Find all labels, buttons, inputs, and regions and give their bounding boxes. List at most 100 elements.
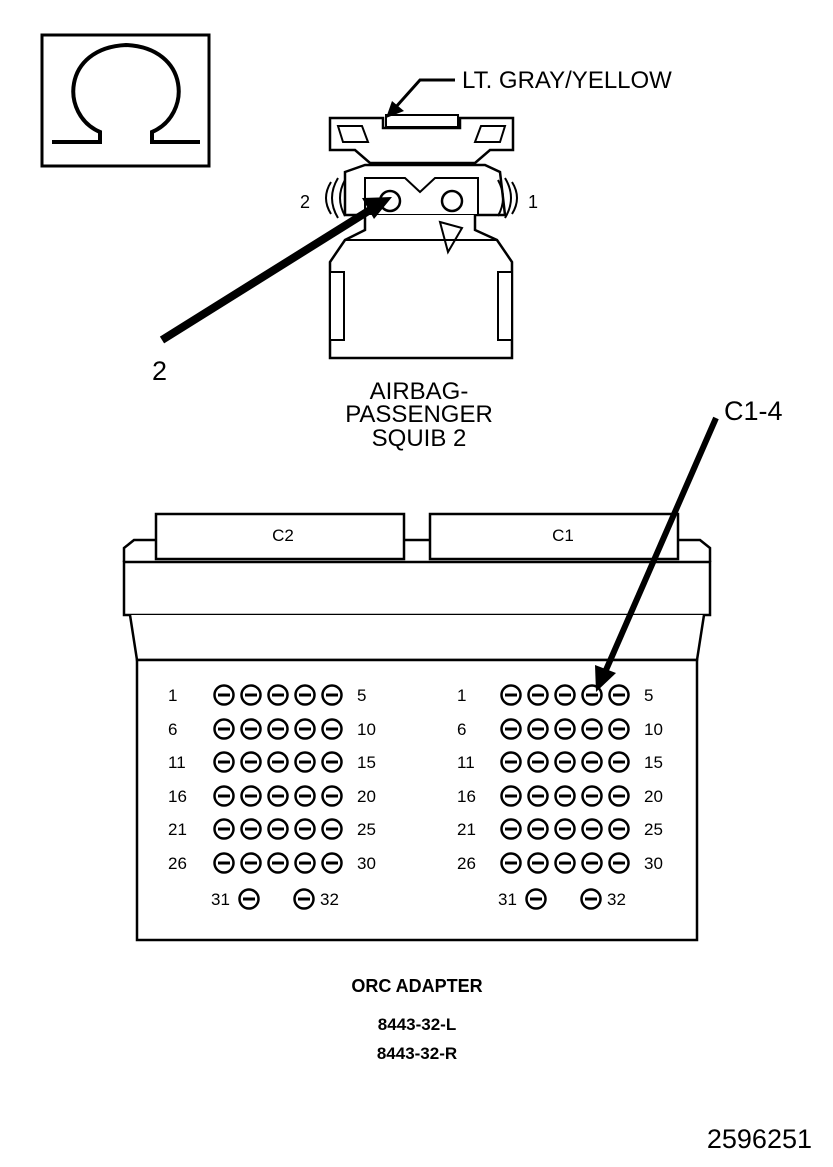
- c1-row-start-label: 16: [457, 787, 476, 806]
- c2-pin-31-label: 31: [211, 890, 230, 909]
- c1-pin: [527, 852, 549, 874]
- c2-row-start-label: 6: [168, 720, 177, 739]
- c2-pin: [267, 751, 289, 773]
- c1-row-end-label: 25: [644, 820, 663, 839]
- c1-pin: [608, 684, 630, 706]
- c2-pin: [267, 785, 289, 807]
- c2-pin: [240, 785, 262, 807]
- c1-row-end-label: 5: [644, 686, 653, 705]
- c2-row-end-label: 20: [357, 787, 376, 806]
- c2-pin: [240, 684, 262, 706]
- c1-row-end-label: 10: [644, 720, 663, 739]
- c2-pin: [294, 785, 316, 807]
- ohm-symbol-icon: [40, 33, 211, 168]
- squib-title-line-2: PASSENGER: [345, 401, 493, 428]
- orc-adapter-housing: [122, 512, 712, 942]
- squib-connector-drawing: [325, 114, 518, 360]
- c2-pin: [213, 751, 235, 773]
- c1-pin: [554, 751, 576, 773]
- connector-c2-label: C2: [272, 526, 294, 545]
- c1-pin: [554, 818, 576, 840]
- c1-row-end-label: 30: [644, 854, 663, 873]
- connector-c1-label: C1: [552, 526, 574, 545]
- c2-pin: [321, 852, 343, 874]
- c2-pin: [321, 818, 343, 840]
- c2-row-start-label: 26: [168, 854, 187, 873]
- squib-pin-1-label: 1: [528, 192, 538, 212]
- c1-pin: [527, 785, 549, 807]
- c2-pin: [238, 888, 260, 910]
- c1-pin: [527, 818, 549, 840]
- c2-row-end-label: 15: [357, 753, 376, 772]
- c2-row-start-label: 16: [168, 787, 187, 806]
- c1-pin: [500, 785, 522, 807]
- squib-pin-2-label: 2: [300, 192, 310, 212]
- c2-pin: [213, 718, 235, 740]
- c2-pin: [294, 852, 316, 874]
- c2-pin: [213, 684, 235, 706]
- c1-pin: [554, 718, 576, 740]
- c1-pin: [500, 684, 522, 706]
- c1-pin: [608, 751, 630, 773]
- c2-row-start-label: 1: [168, 686, 177, 705]
- c2-row-start-label: 21: [168, 820, 187, 839]
- c2-pin: [240, 818, 262, 840]
- c2-row-end-label: 10: [357, 720, 376, 739]
- c1-4-callout-label: C1-4: [724, 396, 783, 426]
- c2-pin: [213, 785, 235, 807]
- c1-pin: [581, 785, 603, 807]
- c1-pin: [527, 718, 549, 740]
- c2-row-end-label: 25: [357, 820, 376, 839]
- c1-pin: [608, 852, 630, 874]
- c1-row-end-label: 15: [644, 753, 663, 772]
- c1-pin: [554, 852, 576, 874]
- c2-pin: [213, 818, 235, 840]
- c1-row-start-label: 6: [457, 720, 466, 739]
- squib-callout-arrow: [159, 197, 392, 344]
- c1-row-start-label: 21: [457, 820, 476, 839]
- c2-row-start-label: 11: [168, 753, 186, 772]
- c1-row-end-label: 20: [644, 787, 663, 806]
- c1-pin-32-label: 32: [607, 890, 626, 909]
- c1-row-start-label: 1: [457, 686, 466, 705]
- c2-row-end-label: 5: [357, 686, 366, 705]
- c1-row-start-label: 11: [457, 753, 475, 772]
- c2-pin: [293, 888, 315, 910]
- c2-pin: [267, 718, 289, 740]
- c2-pin: [321, 751, 343, 773]
- adapter-title: ORC ADAPTER: [351, 976, 482, 996]
- c1-pin: [525, 888, 547, 910]
- wire-color-label: LT. GRAY/YELLOW: [462, 67, 672, 94]
- part-number-right: 8443-32-R: [377, 1044, 457, 1063]
- c2-pin: [294, 751, 316, 773]
- c1-pin: [500, 818, 522, 840]
- squib-title-line-3: SQUIB 2: [372, 425, 467, 452]
- c1-pin: [608, 718, 630, 740]
- c2-pin: [267, 852, 289, 874]
- c1-pin: [527, 751, 549, 773]
- c1-pin: [581, 818, 603, 840]
- c1-pin: [581, 751, 603, 773]
- c1-pin: [500, 718, 522, 740]
- figure-number: 2596251: [707, 1124, 812, 1154]
- c1-pin: [608, 785, 630, 807]
- wire-color-leader: [386, 78, 455, 118]
- c2-pin: [240, 718, 262, 740]
- c2-pin: [240, 751, 262, 773]
- c2-pin: [294, 684, 316, 706]
- c2-pin: [240, 852, 262, 874]
- squib-callout-label: 2: [152, 356, 167, 386]
- c2-pin: [321, 785, 343, 807]
- c2-pin: [321, 684, 343, 706]
- c1-pin: [527, 684, 549, 706]
- c1-pin: [500, 852, 522, 874]
- c2-pin: [294, 718, 316, 740]
- c1-4-callout-arrow: [595, 416, 719, 692]
- c2-pin-32-label: 32: [320, 890, 339, 909]
- c1-pin: [608, 818, 630, 840]
- c2-pin: [321, 718, 343, 740]
- c1-pin: [554, 785, 576, 807]
- part-number-left: 8443-32-L: [378, 1015, 456, 1034]
